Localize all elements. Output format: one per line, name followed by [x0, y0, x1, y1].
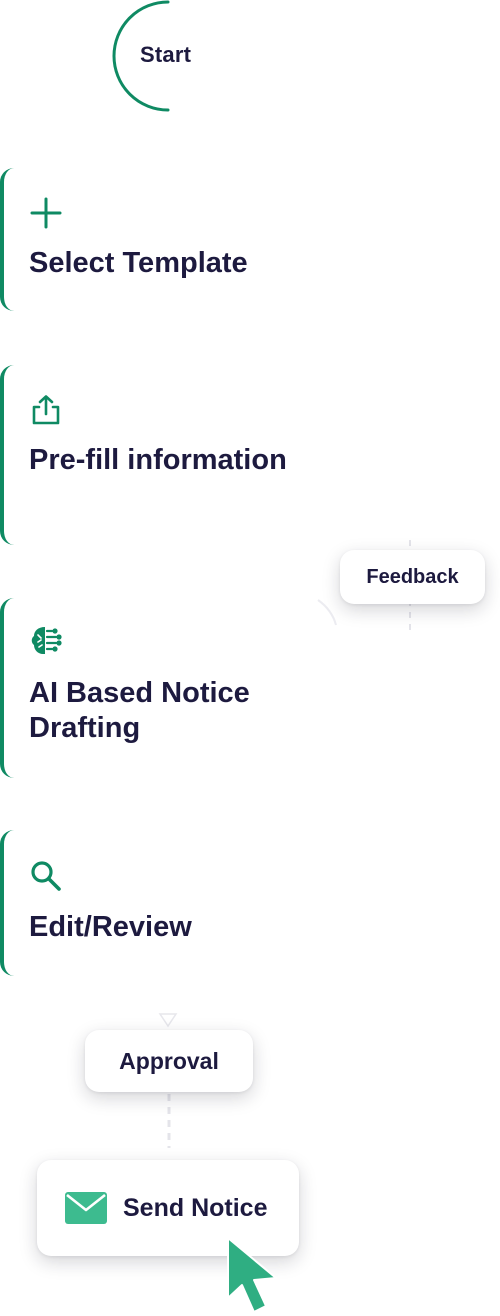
send-notice-button[interactable]: Send Notice [37, 1160, 299, 1256]
feedback-label: Feedback [366, 565, 459, 588]
step-title: Select Template [29, 247, 248, 279]
share-upload-icon [32, 395, 60, 425]
step-title: Edit/Review [29, 911, 192, 943]
step-border [0, 365, 20, 545]
step-border [0, 830, 20, 976]
send-notice-label: Send Notice [123, 1193, 268, 1222]
mail-icon [65, 1192, 107, 1224]
step-ai-based-notice-drafting[interactable]: AI Based Notice Drafting [0, 598, 360, 778]
step-title: AI Based Notice Drafting [29, 677, 250, 744]
start-label: Start [140, 42, 192, 67]
step-edit-review[interactable]: Edit/Review [0, 830, 360, 976]
cursor-arrow-icon [227, 1237, 277, 1313]
step-title: Pre-fill information [29, 444, 287, 476]
plus-icon [30, 197, 62, 229]
search-icon [31, 861, 61, 891]
feedback-button[interactable]: Feedback [340, 550, 485, 604]
start-node-arc [112, 0, 170, 112]
ai-brain-icon [31, 627, 62, 654]
step-border [0, 598, 20, 778]
step-pre-fill-information[interactable]: Pre-fill information [0, 365, 360, 545]
approval-button[interactable]: Approval [85, 1030, 253, 1092]
step-border [0, 168, 20, 311]
approval-label: Approval [119, 1047, 219, 1074]
step-select-template[interactable]: Select Template [0, 168, 360, 311]
